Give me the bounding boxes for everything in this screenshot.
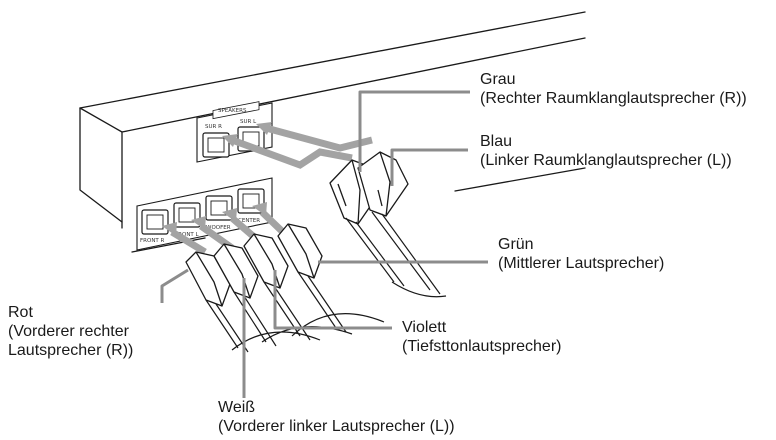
callout-rot: Rot (Vorderer rechter Lautsprecher (R)) xyxy=(8,303,133,360)
callout-violett-desc: (Tiefsttonlautsprecher) xyxy=(402,338,562,355)
callout-rot-desc-line1: (Vorderer rechter xyxy=(8,323,129,340)
callout-weiss-desc: (Vorderer linker Lautsprecher (L)) xyxy=(218,418,455,435)
plug-surround-l xyxy=(357,151,409,217)
plug-woofer xyxy=(243,233,289,289)
callout-blau-color: Blau xyxy=(480,133,513,150)
receiver-left-side xyxy=(79,107,123,223)
plugs xyxy=(185,151,409,307)
callout-grau-color: Grau xyxy=(480,71,516,88)
arrow-front-r xyxy=(170,229,207,255)
jack-label-woofer: WOOFER xyxy=(206,225,231,231)
leader-violett xyxy=(273,270,392,330)
callout-gruen-color: Grün xyxy=(498,236,534,253)
receiver-top-edge xyxy=(79,11,586,109)
leader-grau xyxy=(358,90,470,172)
callout-grau-desc: (Rechter Raumklanglautsprecher (R)) xyxy=(480,90,747,107)
callout-blau: Blau (Linker Raumklanglautsprecher (L)) xyxy=(480,132,732,170)
callout-violett: Violett (Tiefsttonlautsprecher) xyxy=(402,318,561,356)
callout-gruen: Grün (Mittlerer Lautsprecher) xyxy=(498,235,664,273)
callout-blau-desc: (Linker Raumklanglautsprecher (L)) xyxy=(480,152,732,169)
leader-blau xyxy=(390,148,468,186)
panel-title: SPEAKERS xyxy=(218,108,247,114)
callout-rot-desc-line2: Lautsprecher (R)) xyxy=(8,342,134,359)
leader-lines xyxy=(160,90,488,398)
arrow-surround-l xyxy=(265,124,373,152)
callout-grau: Grau (Rechter Raumklanglautsprecher (R)) xyxy=(480,70,747,108)
cables xyxy=(205,211,447,353)
callout-violett-color: Violett xyxy=(402,319,447,336)
leader-rot xyxy=(160,268,189,303)
callout-gruen-desc: (Mittlerer Lautsprecher) xyxy=(498,255,665,272)
callout-weiss: Weiß (Vorderer linker Lautsprecher (L)) xyxy=(218,398,455,436)
callout-weiss-color: Weiß xyxy=(218,399,256,416)
jack-label-front-l: FRONT L xyxy=(175,232,200,238)
jack-label-sur-l: SUR L xyxy=(240,119,257,125)
jack-label-sur-r: SUR R xyxy=(205,124,222,130)
arrow-surround-r xyxy=(230,136,353,169)
receiver-back-panel xyxy=(121,37,586,229)
arrow-heads xyxy=(162,122,272,236)
callout-rot-color: Rot xyxy=(8,304,33,321)
jack-label-front-r: FRONT R xyxy=(140,238,165,244)
jack-label-center: CENTER xyxy=(238,218,260,224)
receiver-bottom-edge xyxy=(131,167,586,253)
